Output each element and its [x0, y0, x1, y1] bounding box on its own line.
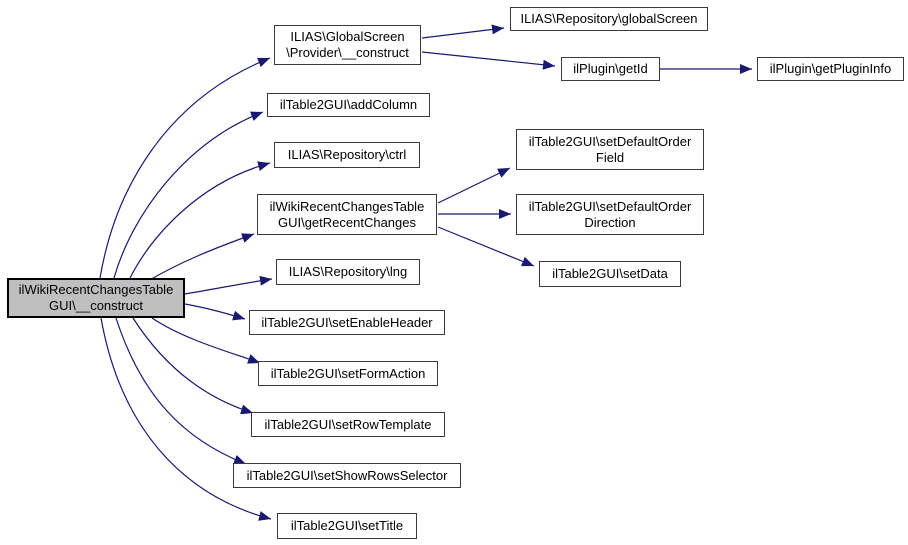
- node-iltable2gui-setdefaultorderdirection[interactable]: ilTable2GUI\setDefaultOrder Direction: [516, 194, 704, 235]
- node-iltable2gui-addcolumn[interactable]: ilTable2GUI\addColumn: [267, 93, 430, 117]
- node-label: ILIAS\Repository\ctrl: [287, 147, 407, 163]
- node-ilplugin-getid[interactable]: ilPlugin\getId: [561, 57, 660, 81]
- node-ilias-globalscreen-provider-construct[interactable]: ILIAS\GlobalScreen \Provider\__construct: [274, 25, 421, 65]
- node-ilias-repository-globalscreen[interactable]: ILIAS\Repository\globalScreen: [510, 7, 708, 31]
- node-label: ilTable2GUI\setDefaultOrder Field: [528, 133, 692, 165]
- node-label: ilTable2GUI\setEnableHeader: [261, 314, 433, 330]
- node-label: ilTable2GUI\setData: [552, 266, 668, 282]
- node-iltable2gui-setenableheader[interactable]: ilTable2GUI\setEnableHeader: [249, 310, 445, 335]
- node-label: ilTable2GUI\addColumn: [279, 97, 418, 113]
- edge-construct-to-get-recent-changes: [147, 233, 255, 282]
- edge-get-recent-changes-to-set-data: [437, 226, 535, 267]
- node-label: ilTable2GUI\setDefaultOrder Direction: [528, 198, 692, 230]
- node-ilwikirecentchangestablegui-construct: ilWikiRecentChangesTable GUI\__construct: [7, 278, 185, 318]
- edge-construct-to-ctrl: [129, 161, 271, 279]
- node-iltable2gui-setformaction[interactable]: ilTable2GUI\setFormAction: [258, 361, 438, 386]
- edge-construct-to-add-column: [113, 111, 264, 279]
- node-iltable2gui-setrowtemplate[interactable]: ilTable2GUI\setRowTemplate: [251, 412, 445, 437]
- edge-construct-to-set-enable-header: [184, 303, 246, 321]
- node-ilplugin-getplugininfo[interactable]: ilPlugin\getPluginInfo: [757, 57, 904, 81]
- edge-construct-to-lng: [184, 275, 273, 295]
- node-label: ILIAS\Repository\globalScreen: [520, 11, 698, 27]
- node-iltable2gui-setdata[interactable]: ilTable2GUI\setData: [539, 261, 681, 287]
- edge-construct-to-set-form-action: [151, 317, 261, 364]
- edge-construct-to-provider-construct: [99, 57, 271, 279]
- edge-get-recent-changes-to-set-default-order-field: [437, 167, 511, 204]
- node-label: ILIAS\Repository\lng: [288, 264, 408, 280]
- node-ilwikirecentchangestablegui-getrecentchanges[interactable]: ilWikiRecentChangesTable GUI\getRecentCh…: [257, 194, 437, 235]
- node-ilias-repository-lng[interactable]: ILIAS\Repository\lng: [276, 259, 420, 285]
- node-label: ilPlugin\getPluginInfo: [769, 61, 892, 77]
- edge-provider-construct-to-global-screen: [421, 24, 505, 39]
- edge-construct-to-set-show-rows-selector: [115, 317, 247, 465]
- node-label: ilTable2GUI\setShowRowsSelector: [246, 467, 448, 483]
- node-iltable2gui-setshowrowsselector[interactable]: ilTable2GUI\setShowRowsSelector: [233, 463, 461, 488]
- node-iltable2gui-setdefaultorderfield[interactable]: ilTable2GUI\setDefaultOrder Field: [516, 129, 704, 170]
- node-iltable2gui-settitle[interactable]: ilTable2GUI\setTitle: [277, 513, 417, 539]
- edge-provider-construct-to-get-id: [421, 51, 556, 70]
- node-label: ilWikiRecentChangesTable GUI\getRecentCh…: [269, 198, 425, 230]
- node-label: ilTable2GUI\setFormAction: [270, 365, 426, 381]
- node-label: ilPlugin\getId: [573, 61, 648, 77]
- node-ilias-repository-ctrl[interactable]: ILIAS\Repository\ctrl: [274, 142, 420, 168]
- edge-construct-to-set-title: [100, 317, 272, 521]
- node-label: ILIAS\GlobalScreen \Provider\__construct: [286, 29, 409, 60]
- node-label: ilTable2GUI\setTitle: [290, 518, 404, 534]
- node-label: ilWikiRecentChangesTable GUI\__construct: [18, 282, 174, 313]
- edge-construct-to-set-row-template: [132, 317, 254, 415]
- node-label: ilTable2GUI\setRowTemplate: [264, 416, 432, 432]
